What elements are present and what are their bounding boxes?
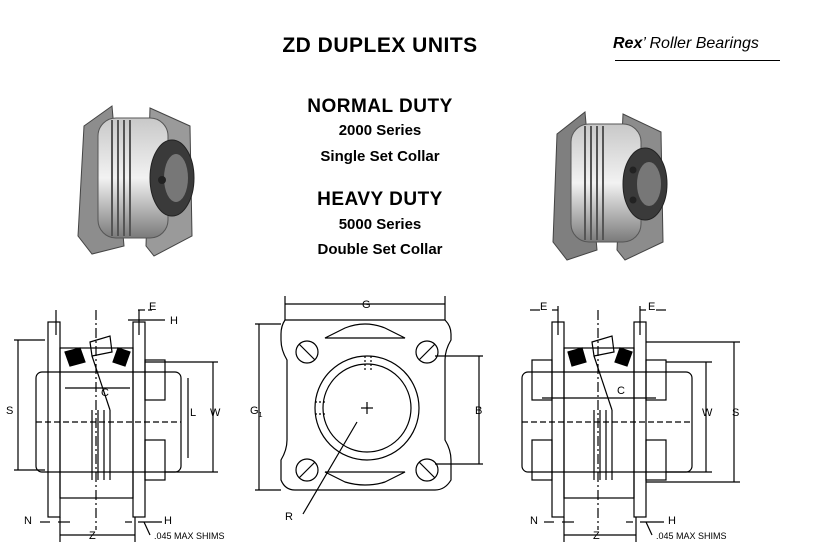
dim-b-label: B bbox=[475, 405, 482, 417]
dim-n-label: N bbox=[530, 515, 538, 527]
dim-g1-label: G1 bbox=[250, 405, 263, 419]
dim-w-label: W bbox=[702, 407, 713, 419]
dim-g1-main: G bbox=[250, 405, 259, 417]
dim-n-label: N bbox=[24, 515, 32, 527]
dim-c-label: C bbox=[617, 385, 625, 397]
bore-outer bbox=[314, 355, 420, 461]
normal-duty-bearing-photo bbox=[77, 105, 195, 257]
heavy-duty-heading: HEAVY DUTY bbox=[317, 189, 443, 210]
dim-w-label: W bbox=[210, 407, 221, 419]
bolt-hole-bl bbox=[295, 458, 319, 482]
dim-r-label: R bbox=[285, 511, 293, 523]
dim-e-label: E bbox=[149, 301, 156, 313]
dim-e-right-label: E bbox=[648, 301, 655, 313]
normal-duty-series: 2000 Series bbox=[338, 122, 422, 139]
brand-logo: Rex’ Roller Bearings bbox=[613, 35, 759, 52]
bolt-hole-br bbox=[415, 458, 439, 482]
normal-duty-collar: Single Set Collar bbox=[320, 148, 440, 165]
normal-duty-heading: NORMAL DUTY bbox=[307, 96, 453, 117]
heavy-duty-series: 5000 Series bbox=[338, 216, 422, 233]
dim-e-left-label: E bbox=[540, 301, 547, 313]
shims-note: .045 MAX SHIMS bbox=[154, 531, 225, 541]
dim-g-label: G bbox=[362, 299, 371, 311]
dim-h-label: H bbox=[170, 315, 178, 327]
bolt-hole-tl bbox=[295, 340, 319, 364]
shims-note: .045 MAX SHIMS bbox=[656, 531, 727, 541]
front-view-drawing: G G1 B R bbox=[250, 296, 483, 523]
dim-s-label: S bbox=[732, 407, 739, 419]
right-flange bbox=[132, 321, 146, 518]
bore-inner bbox=[322, 363, 412, 453]
page-title: ZD DUPLEX UNITS bbox=[282, 34, 478, 57]
dim-c-label: C bbox=[101, 387, 109, 399]
dim-l-label: L bbox=[190, 407, 196, 419]
dim-g1-subscript: 1 bbox=[259, 412, 263, 419]
dim-z-label: Z bbox=[593, 530, 600, 542]
brand-name: Roller Bearings bbox=[649, 35, 759, 52]
left-section-drawing: E H S C L W N Z H .045 MAX SHIMS bbox=[6, 301, 225, 542]
left-flange bbox=[47, 321, 61, 518]
dim-h-label: H bbox=[668, 515, 676, 527]
housing-outline bbox=[280, 319, 452, 491]
brand-mark: Rex bbox=[613, 35, 643, 52]
dim-h2-label: H bbox=[164, 515, 172, 527]
brand-underline bbox=[615, 60, 780, 61]
bolt-hole-tr bbox=[415, 340, 439, 364]
right-section-drawing: E E C W S N Z H .045 MAX SHIMS bbox=[521, 301, 740, 542]
heavy-duty-bearing-photo bbox=[552, 111, 668, 261]
dim-s-label: S bbox=[6, 405, 13, 417]
dim-z-label: Z bbox=[89, 530, 96, 542]
heavy-duty-collar: Double Set Collar bbox=[317, 241, 443, 258]
